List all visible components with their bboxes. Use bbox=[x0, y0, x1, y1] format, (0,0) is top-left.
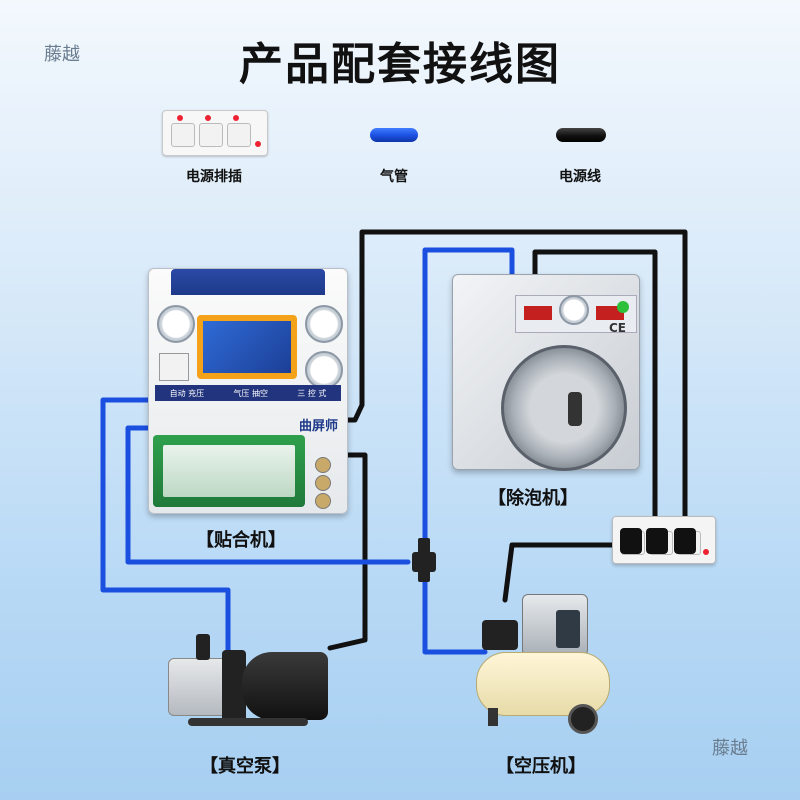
laminator-brand-text: 曲屏师 bbox=[299, 419, 339, 434]
defoamer-ce-mark: CE bbox=[609, 321, 627, 335]
laminator-chamber bbox=[153, 435, 305, 507]
laminator-gauge-right-top-icon bbox=[305, 305, 343, 343]
defoamer-label: 【除泡机】 bbox=[488, 488, 578, 509]
vacuum-pump-label: 【真空泵】 bbox=[200, 756, 290, 777]
plug-1-icon bbox=[620, 528, 642, 554]
legend-power-strip-label: 电源排插 bbox=[186, 169, 242, 185]
power-cord-laminator bbox=[337, 229, 688, 543]
air-pipe-laminator-pump bbox=[100, 397, 231, 663]
air-pipe-tee-compressor bbox=[422, 577, 488, 655]
laminator-label: 【贴合机】 bbox=[196, 530, 286, 551]
defoamer-power-button-icon bbox=[617, 301, 629, 313]
defoamer-machine: CE bbox=[452, 274, 640, 471]
laminator-label-b: 气压 抽空 bbox=[233, 388, 268, 398]
laminator-gauge-left-icon bbox=[157, 305, 195, 343]
laminator-top-cover bbox=[171, 269, 325, 295]
laminator-machine: 自动 充压 气压 抽空 三 控 式 曲屏师 bbox=[148, 268, 348, 514]
watermark-bottom-right: 藤越 bbox=[712, 738, 748, 759]
defoamer-door bbox=[501, 345, 627, 471]
laminator-touch-screen bbox=[197, 315, 297, 379]
laminator-temp-display bbox=[159, 353, 189, 381]
vacuum-pump bbox=[168, 634, 328, 732]
laminator-label-c: 三 控 式 bbox=[297, 388, 327, 398]
legend-power-cord-label: 电源线 bbox=[559, 169, 601, 185]
laminator-label-bar: 自动 充压 气压 抽空 三 控 式 bbox=[155, 385, 341, 401]
plug-3-icon bbox=[674, 528, 696, 554]
laminator-knob-3-icon bbox=[315, 493, 331, 509]
laminator-gauge-right-bottom-icon bbox=[305, 351, 343, 389]
legend-air-pipe-icon bbox=[370, 128, 418, 142]
laminator-knob-1-icon bbox=[315, 457, 331, 473]
air-pipe-laminator-tee bbox=[125, 425, 411, 565]
air-compressor-label: 【空压机】 bbox=[496, 756, 586, 777]
watermark-top-left: 藤越 bbox=[44, 44, 80, 65]
laminator-label-a: 自动 充压 bbox=[169, 388, 205, 398]
legend-power-strip-icon bbox=[162, 110, 268, 156]
air-compressor bbox=[470, 594, 620, 734]
tee-fitting-icon bbox=[412, 538, 436, 582]
air-pipe-defoamer-tee bbox=[422, 247, 515, 551]
defoamer-gauge-icon bbox=[559, 295, 589, 325]
power-cord-pump bbox=[327, 452, 368, 651]
laminator-knob-2-icon bbox=[315, 475, 331, 491]
power-cord-defoamer bbox=[532, 249, 658, 543]
legend-air-pipe-label: 气管 bbox=[380, 169, 408, 185]
legend-power-cord-icon bbox=[556, 128, 606, 142]
page-title: 产品配套接线图 bbox=[239, 39, 561, 90]
plug-2-icon bbox=[646, 528, 668, 554]
